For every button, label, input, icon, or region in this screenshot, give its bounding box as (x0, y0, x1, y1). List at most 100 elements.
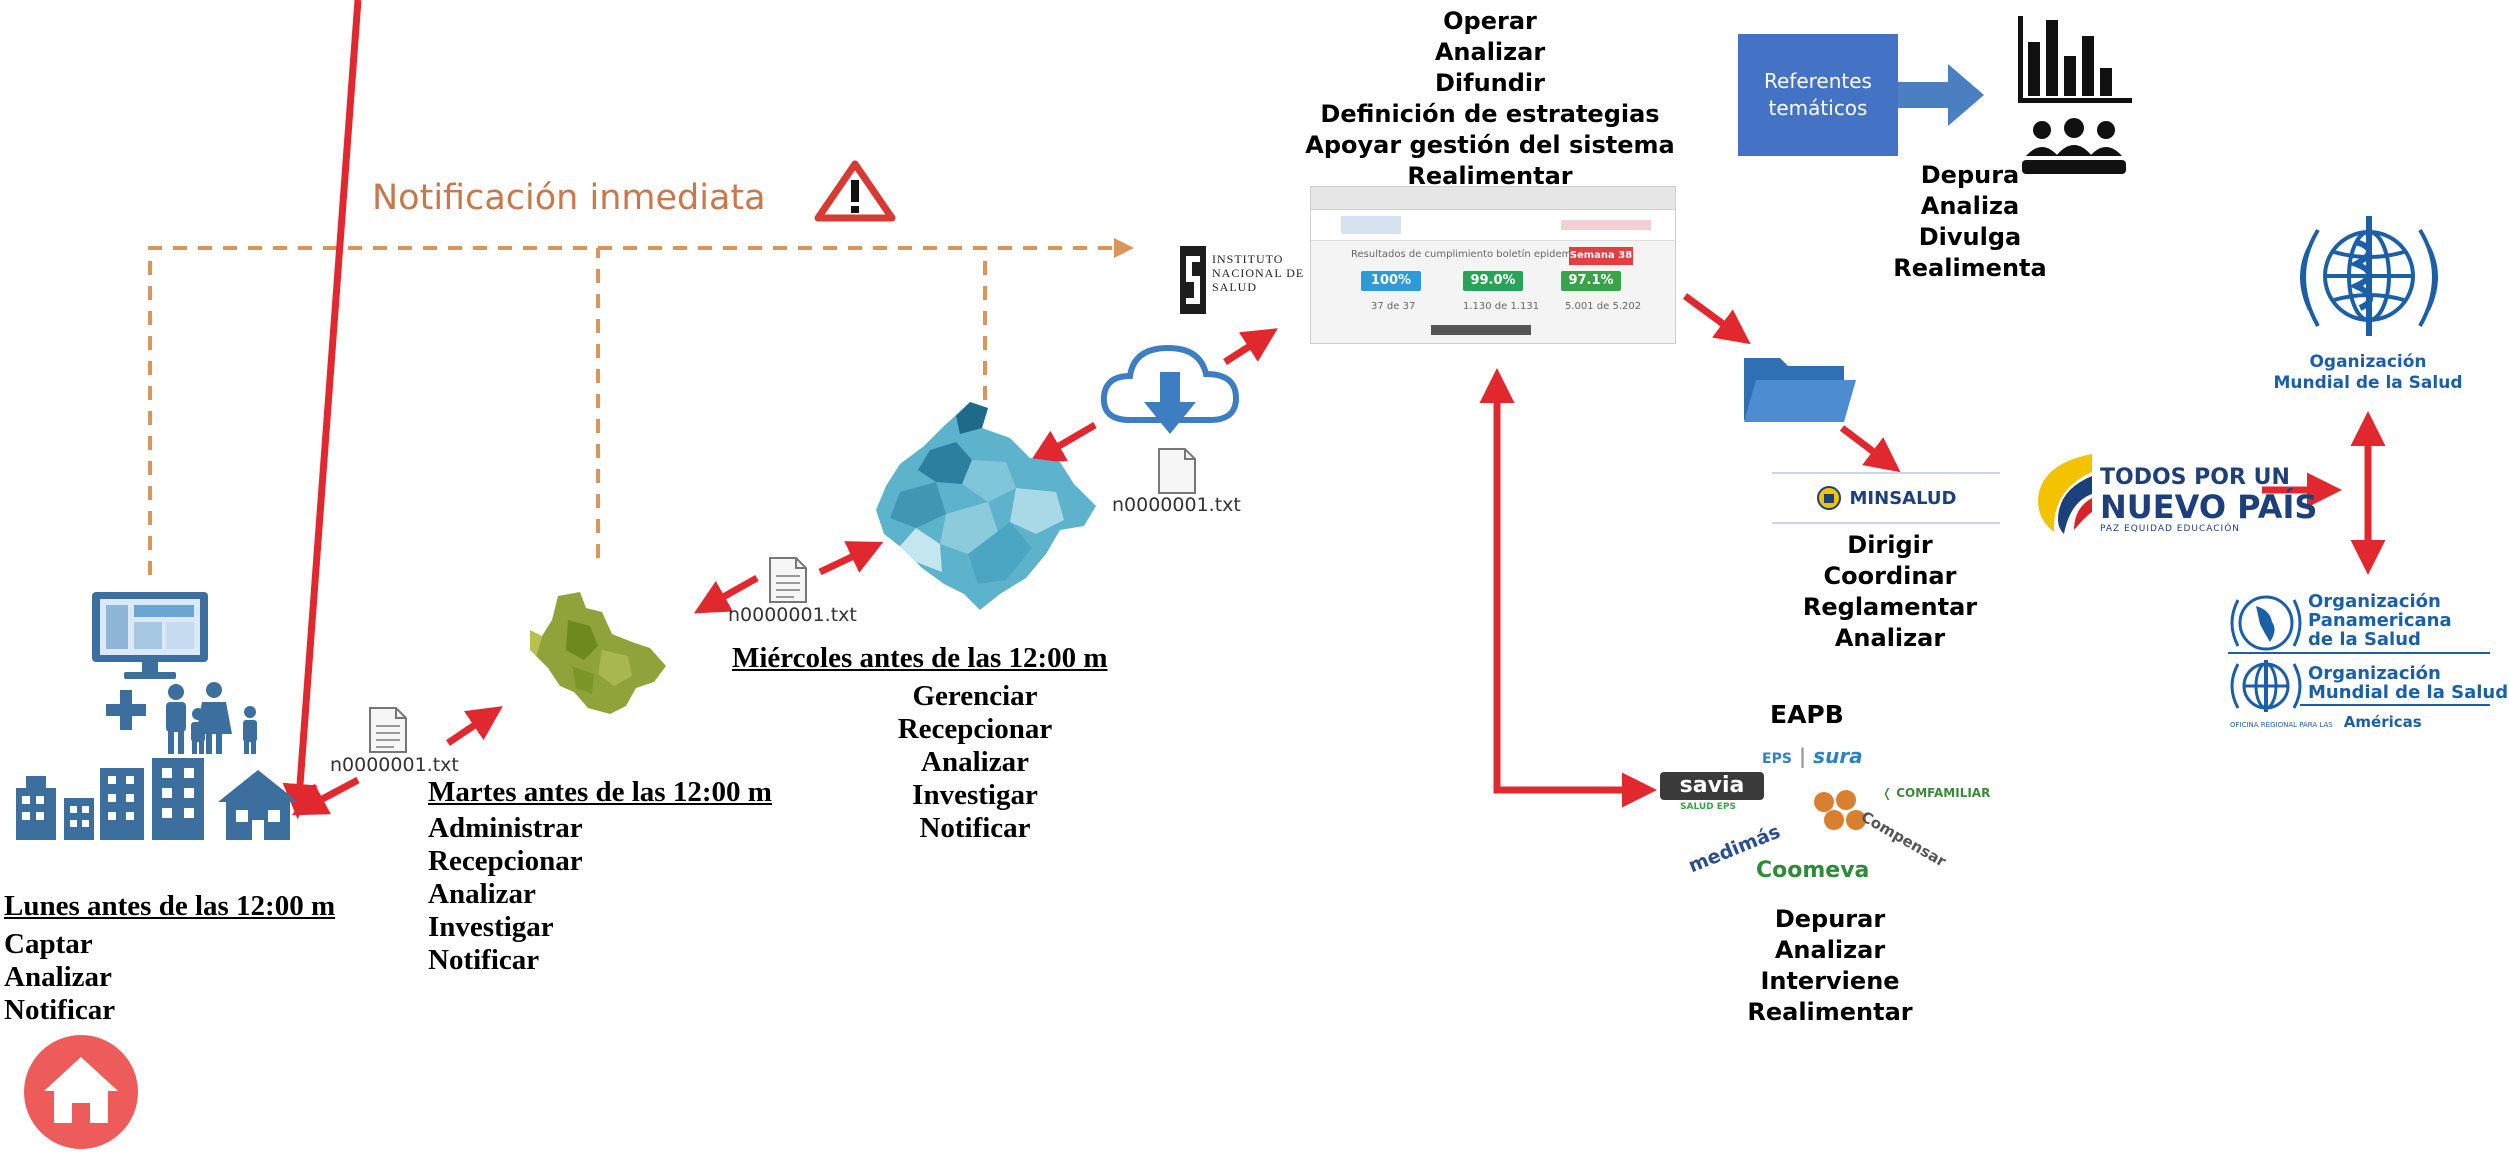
cloud-download-icon (1100, 344, 1240, 434)
minsalud-logo: MINSALUD (1772, 472, 2000, 524)
thumbnail-semana: Semana 38 (1569, 247, 1633, 265)
action-item: Analizar (1434, 38, 1546, 66)
paho-line1: Organización (2308, 591, 2441, 612)
referentes-tematicos-box: Referentes temáticos (1738, 34, 1898, 156)
action-item: Depura (1920, 161, 2020, 189)
thumbnail-badge: 97.1% (1561, 271, 1621, 291)
file-icon (1158, 448, 1196, 494)
stage-miercoles-actions: Gerenciar Recepcionar Analizar Investiga… (870, 680, 1080, 845)
who-americas-name: Organización Mundial de la Salud (2308, 664, 2508, 702)
action-item: Definición de estrategias (1320, 100, 1660, 128)
paho-line6: Américas (2343, 713, 2422, 731)
immediate-notification: Notificación inmediata (372, 178, 766, 218)
action-item: Apoyar gestión del sistema (1305, 131, 1675, 159)
ins-logo-line: SALUD (1212, 280, 1258, 294)
file-label: n0000001.txt (1112, 494, 1241, 516)
action-item: Realimentar (1407, 162, 1573, 190)
todos-line2: NUEVO PAÍS (2100, 488, 2318, 526)
action-item: Recepcionar (428, 845, 583, 877)
paho-line4: Organización (2308, 663, 2441, 684)
computer-icon (92, 592, 208, 679)
department-map (530, 592, 666, 714)
meeting-group-icon (2022, 118, 2126, 174)
coomeva-logo: Coomeva (1756, 858, 1869, 883)
ins-logo-line: INSTITUTO (1212, 252, 1284, 266)
action-item: Realimenta (1893, 254, 2047, 282)
eps-sura-logo: EPS | SURA (1762, 744, 1863, 768)
action-item: Analiza (1920, 192, 2020, 220)
who-name: Oganización Mundial de la Salud (2258, 352, 2478, 394)
file-icon (769, 557, 807, 603)
stage-lunes-title: Lunes antes de las 12:00 m (4, 890, 336, 922)
colombia-shield-icon (1816, 486, 1841, 510)
minsalud-actions: Dirigir Coordinar Reglamentar Analizar (1780, 530, 2000, 654)
action-item: Divulga (1918, 223, 2022, 251)
buildings-icon (16, 758, 298, 840)
paho-line3: de la Salud (2308, 629, 2421, 650)
stage-miercoles-title: Miércoles antes de las 12:00 m (732, 642, 1108, 674)
thumbnail-badge-sub: 5.001 de 5.202 (1565, 301, 1642, 312)
action-item: Analizar (921, 746, 1029, 778)
file-label: n0000001.txt (728, 604, 857, 626)
home-button[interactable] (24, 1035, 138, 1149)
who-line1: Oganización (2309, 352, 2427, 372)
todos-por-un-nuevo-pais-logo: TODOS POR UN NUEVO PAÍS PAZ EQUIDAD EDUC… (2100, 466, 2318, 535)
minsalud-text: MINSALUD (1849, 487, 1957, 509)
action-item: Administrar (428, 812, 583, 844)
action-item: Analizar (1834, 624, 1946, 652)
action-item: Analizar (1774, 936, 1886, 964)
flow-arrows (282, 0, 2386, 819)
eapb-actions: Depurar Analizar Interviene Realimentar (1730, 904, 1930, 1028)
action-item: Interviene (1760, 967, 1900, 995)
thumbnail-caption: Resultados de cumplimiento boletín epide… (1351, 249, 1610, 260)
brand-separator: | (1798, 744, 1814, 768)
eps-text: EPS (1762, 751, 1792, 767)
action-item: Realimentar (1747, 998, 1913, 1026)
notification-label: Notificación inmediata (372, 178, 766, 218)
comfamiliar-text: COMFAMILIAR (1896, 786, 1991, 800)
referentes-actions: Depura Analiza Divulga Realimenta (1880, 160, 2060, 284)
file-icon (369, 707, 407, 753)
who-line2: Mundial de la Salud (2273, 373, 2463, 393)
home-icon (44, 1057, 118, 1123)
action-item: Difundir (1434, 69, 1545, 97)
who-americas-regional: OFICINA REGIONAL PARA LAS Américas (2230, 712, 2422, 731)
sura-text: SURA (1813, 744, 1863, 768)
stage-martes-title: Martes antes de las 12:00 m (428, 776, 772, 808)
action-item: Gerenciar (912, 680, 1038, 712)
thumbnail-footer (1431, 325, 1531, 335)
ins-actions: Operar Analizar Difundir Definición de e… (1290, 6, 1690, 192)
immediate-notification-lines (148, 238, 1134, 575)
action-item: Investigar (428, 911, 554, 943)
thumbnail-header (1311, 210, 1675, 241)
todos-por-un-nuevo-pais-swoosh (2038, 454, 2092, 534)
paho-divider (2228, 652, 2490, 654)
thumbnail-badge: 99.0% (1463, 271, 1523, 291)
comfamiliar-mark-icon: ❬ (1882, 786, 1897, 800)
family-health-icon (106, 682, 257, 754)
stage-lunes-actions: Captar Analizar Notificar (4, 928, 115, 1027)
action-item: Depurar (1774, 905, 1886, 933)
bar-chart-icon (2018, 16, 2132, 103)
action-item: Analizar (428, 878, 536, 910)
ins-logo-line: NACIONAL DE (1212, 266, 1305, 280)
action-item: Operar (1443, 7, 1537, 35)
savia-text: savia (1679, 773, 1745, 798)
file-label: n0000001.txt (330, 754, 459, 776)
savia-logo: savia (1660, 772, 1764, 800)
action-item: Notificar (919, 812, 1031, 844)
folder-icon (1744, 358, 1856, 422)
warning-icon (814, 160, 896, 222)
flow-arrow-fix (291, 776, 360, 816)
action-item: Coordinar (1823, 562, 1957, 590)
paho-name: Organización Panamericana de la Salud (2308, 592, 2452, 649)
compensar-mark-icon (1814, 790, 1866, 830)
thumbnail-badge-sub: 1.130 de 1.131 (1463, 301, 1540, 312)
sivigila-dashboard-thumbnail[interactable]: Resultados de cumplimiento boletín epide… (1310, 186, 1676, 344)
action-item: Investigar (912, 779, 1038, 811)
action-item: Dirigir (1847, 531, 1933, 559)
who-americas-divider (2300, 704, 2490, 706)
action-item: Recepcionar (897, 713, 1053, 745)
comfamiliar-logo: ❬ COMFAMILIAR (1882, 786, 1990, 800)
thumbnail-badge-sub: 37 de 37 (1371, 301, 1416, 312)
